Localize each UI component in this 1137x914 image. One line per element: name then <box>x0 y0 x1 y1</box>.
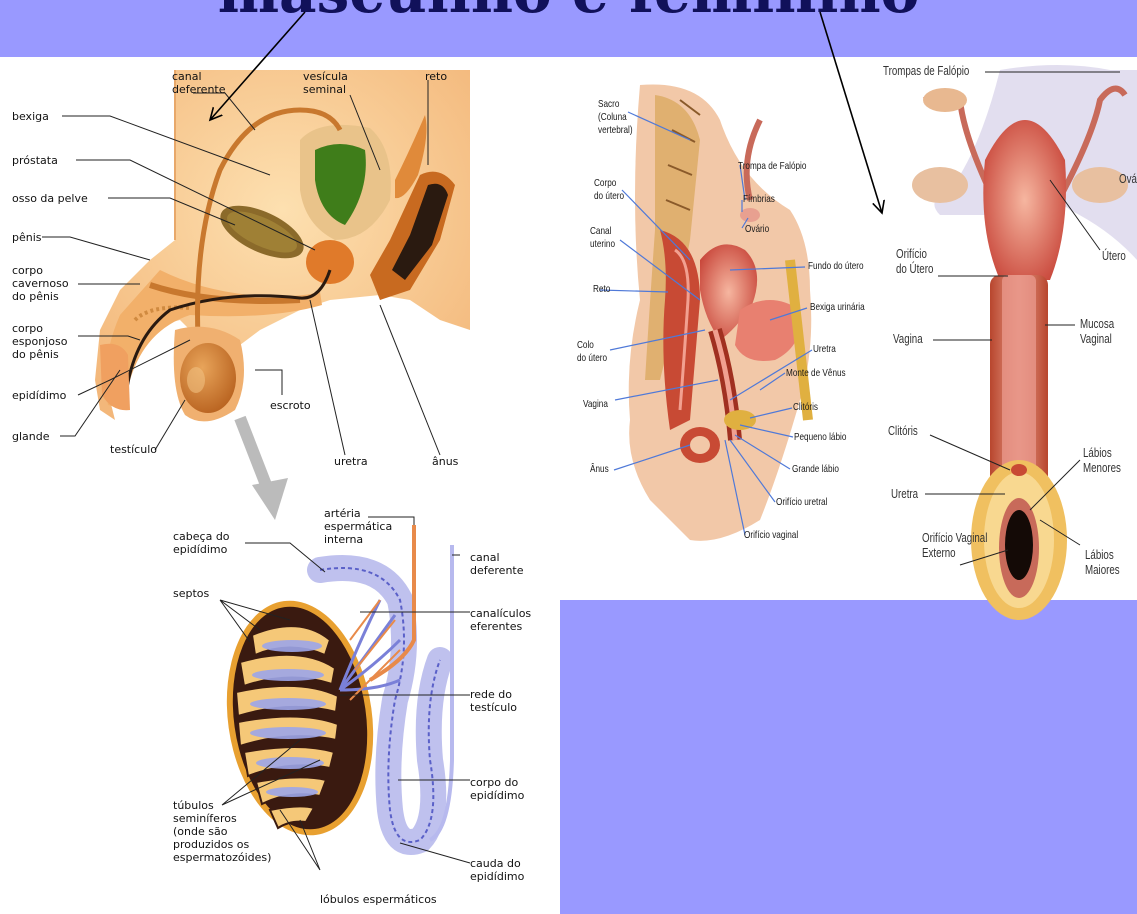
label-septos: septos <box>173 587 209 600</box>
label-cauda-epididimo: cauda do epidídimo <box>470 857 524 883</box>
label-orificio-vaginal-front: Orifício Vaginal Externo <box>922 531 987 561</box>
label-vagina-front: Vagina <box>893 332 923 347</box>
label-mucosa: Mucosa Vaginal <box>1080 317 1114 347</box>
label-corpo-epididimo: corpo do epidídimo <box>470 776 524 802</box>
label-fimbrias: Fímbrias <box>743 193 775 206</box>
female-sagittal-drawing <box>600 84 812 540</box>
label-orificio-utero: Orifício do Útero <box>896 247 933 277</box>
label-reto: reto <box>425 70 447 83</box>
label-ovario-front: Ová <box>1119 172 1137 187</box>
label-ovario-f: Ovário <box>745 223 769 236</box>
label-uretra-f: Uretra <box>813 343 836 356</box>
label-anus-f: Ânus <box>590 463 609 476</box>
label-corpo-utero: Corpo do útero <box>594 177 624 203</box>
label-tubulos: túbulos seminíferos (onde são produzidos… <box>173 799 271 864</box>
label-labios-maiores: Lábios Maiores <box>1085 548 1120 578</box>
label-canal-uterino: Canal uterino <box>590 225 615 251</box>
label-orificio-vaginal-f: Orifício vaginal <box>744 529 798 542</box>
label-labios-menores: Lábios Menores <box>1083 446 1121 476</box>
label-colo-utero: Colo do útero <box>577 339 607 365</box>
label-testiculo: testículo <box>110 443 157 456</box>
label-osso-pelve: osso da pelve <box>12 192 88 205</box>
label-penis: pênis <box>12 231 42 244</box>
label-cabeca-epididimo: cabeça do epidídimo <box>173 530 230 556</box>
label-reto-f: Reto <box>593 283 610 296</box>
label-lobulos: lóbulos espermáticos <box>320 893 437 906</box>
label-epididimo: epidídimo <box>12 389 66 402</box>
label-corpo-esponjoso: corpo esponjoso do pênis <box>12 322 67 361</box>
label-pequeno-labio: Pequeno lábio <box>794 431 846 444</box>
label-canal-deferente: canal deferente <box>172 70 226 96</box>
label-canal-deferente-2: canal deferente <box>470 551 524 577</box>
label-bexiga-urinaria: Bexiga urinária <box>810 301 865 314</box>
label-uretra: uretra <box>334 455 368 468</box>
label-clitoris-f: Clitóris <box>793 401 818 414</box>
label-uretra-front: Uretra <box>891 487 918 502</box>
label-utero: Útero <box>1102 249 1126 264</box>
label-arteria: artéria espermática interna <box>324 507 392 546</box>
label-trompa: Trompa de Falópio <box>738 160 806 173</box>
label-grande-labio: Grande lábio <box>792 463 839 476</box>
label-glande: glande <box>12 430 50 443</box>
label-rede-testiculo: rede do testículo <box>470 688 517 714</box>
label-escroto: escroto <box>270 399 311 412</box>
label-vesicula-seminal: vesícula seminal <box>303 70 348 96</box>
label-fundo-utero: Fundo do útero <box>808 260 864 273</box>
label-orificio-uretral: Orifício uretral <box>776 496 827 509</box>
label-sacro: Sacro (Coluna vertebral) <box>598 98 633 137</box>
label-anus: ânus <box>432 455 458 468</box>
male-anatomy-drawing <box>42 70 470 455</box>
label-vagina-f: Vagina <box>583 398 608 411</box>
label-trompas: Trompas de Falópio <box>883 64 969 79</box>
label-corpo-cavernoso: corpo cavernoso do pênis <box>12 264 69 303</box>
label-clitoris-front: Clitóris <box>888 424 918 439</box>
label-prostata: próstata <box>12 154 58 167</box>
label-canaliculos: canalículos eferentes <box>470 607 531 633</box>
label-bexiga: bexiga <box>12 110 49 123</box>
label-monte-venus: Monte de Vênus <box>786 367 846 380</box>
